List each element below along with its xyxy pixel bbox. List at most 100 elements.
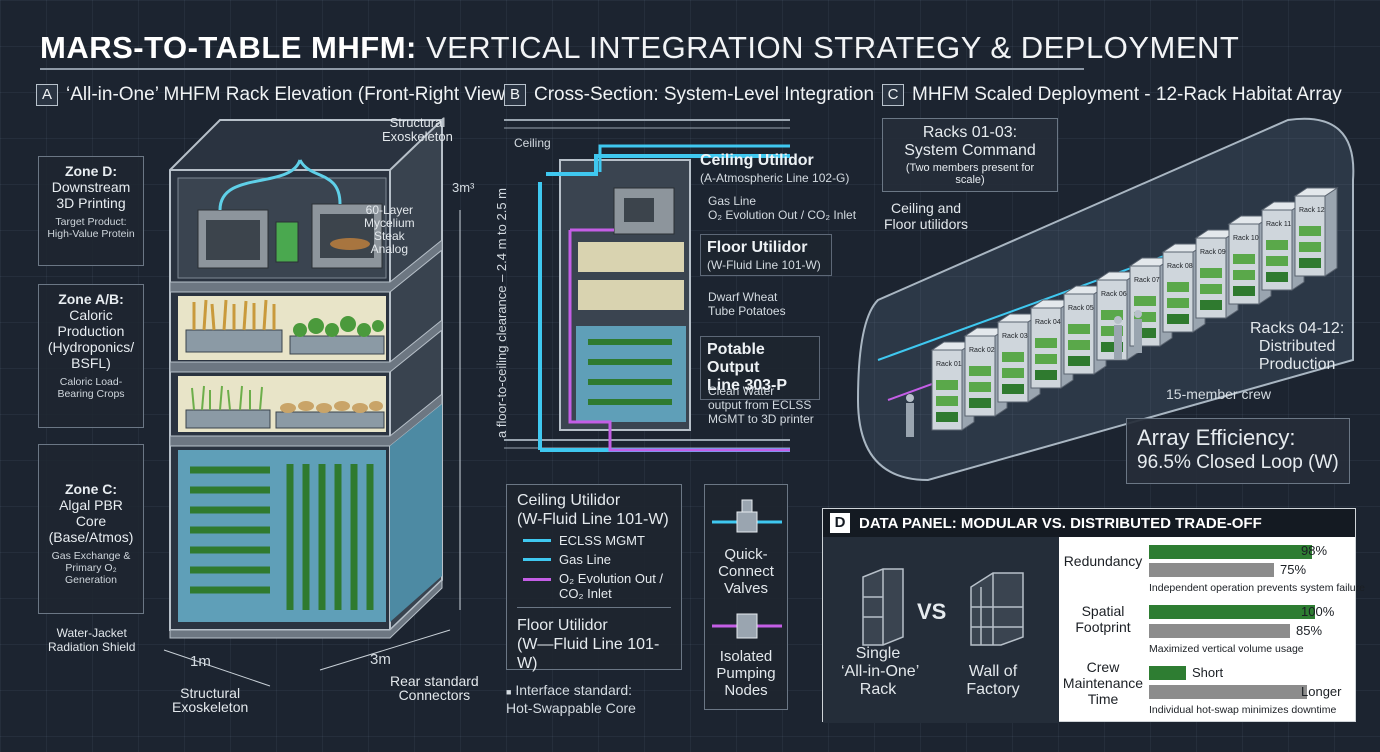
legend-ceiling-title: Ceiling Utilidor xyxy=(517,492,621,509)
legend-swatch-cyan-2 xyxy=(523,558,551,561)
rack-label-12: Rack 12 xyxy=(1299,207,1325,214)
crew-single-value: Short xyxy=(1192,665,1224,680)
wheat-tray xyxy=(185,329,283,353)
array-efficiency-box: Array Efficiency: 96.5% Closed Loop (W) xyxy=(1126,418,1350,484)
cross-section-tray-1 xyxy=(578,242,684,272)
printer-cartridge xyxy=(275,221,299,263)
legend-swatch-cyan xyxy=(523,539,551,542)
legend-item-o2: O₂ Evolution Out /CO₂ Inlet xyxy=(523,571,671,601)
dimension-1m: 1m xyxy=(190,653,211,670)
redundancy-note: Independent operation prevents system fa… xyxy=(1149,582,1365,594)
ceiling-label: Ceiling xyxy=(514,136,551,150)
floor-utilidor-callout: Floor Utilidor (W-Fluid Line 101-W) xyxy=(700,234,832,276)
section-b-header: B Cross-Section: System-Level Integratio… xyxy=(504,84,874,106)
single-rack-icon xyxy=(862,568,904,646)
spatial-factory-value: 85% xyxy=(1296,623,1323,638)
crew-factory-bar xyxy=(1149,685,1307,699)
cyan-pipe-ceiling xyxy=(546,154,790,176)
data-panel: D DATA PANEL: MODULAR VS. DISTRIBUTED TR… xyxy=(822,508,1365,723)
racks-command-callout: Racks 01-03: System Command (Two members… xyxy=(882,118,1058,192)
zone-d-box: Zone D: Downstream 3D Printing Target Pr… xyxy=(38,156,144,266)
data-panel-header: D DATA PANEL: MODULAR VS. DISTRIBUTED TR… xyxy=(823,509,1355,537)
base-plate xyxy=(169,578,443,639)
single-rack-label: Single‘All-in-One’Rack xyxy=(841,645,920,698)
habitat-rack-12 xyxy=(1293,187,1339,277)
crew-label: 15-member crew xyxy=(1166,386,1272,402)
rack-label-2: Rack 02 xyxy=(969,347,995,354)
section-a-title: ‘All-in-One’ MHFM Rack Elevation (Front-… xyxy=(66,84,512,105)
rack-label-10: Rack 10 xyxy=(1233,235,1259,242)
volume-label: 3m³ xyxy=(452,180,475,195)
rack-label-6: Rack 06 xyxy=(1101,291,1127,298)
comparison-icons xyxy=(862,568,1024,646)
section-b-letter: B xyxy=(504,84,526,106)
utilidor-legend: Ceiling Utilidor (W-Fluid Line 101-W) EC… xyxy=(506,484,682,672)
spatial-note: Maximized vertical volume usage xyxy=(1149,643,1304,655)
interface-standard-label: ■ Interface standard: Hot-Swappable Core xyxy=(506,682,636,716)
rack-label-7: Rack 07 xyxy=(1134,277,1160,284)
redundancy-factory-value: 75% xyxy=(1280,562,1307,577)
crew-factory-value: Longer xyxy=(1301,684,1342,699)
cross-section-drawing xyxy=(504,119,790,452)
crew-figure-2 xyxy=(1114,316,1122,359)
rack-label-5: Rack 05 xyxy=(1068,305,1094,312)
metric-redundancy-label: Redundancy xyxy=(1063,553,1143,569)
zone-c-box: Zone C: Algal PBR Core (Base/Atmos) Gas … xyxy=(38,444,144,614)
crew-figure-3 xyxy=(1134,310,1142,353)
legend-item-eclss: ECLSS MGMT xyxy=(523,533,671,548)
rack-label-1: Rack 01 xyxy=(936,361,962,368)
ceiling-utilidor-label: Ceiling Utilidor (A-Atmospheric Line 102… xyxy=(700,152,850,185)
redundancy-single-value: 98% xyxy=(1301,543,1328,558)
habitat-rack-9 xyxy=(1194,229,1240,319)
spatial-single-value: 100% xyxy=(1301,604,1335,619)
rack-label-11: Rack 11 xyxy=(1266,221,1291,228)
dim-line-1m xyxy=(163,649,271,687)
quick-connect-valve-icon xyxy=(712,499,782,533)
rack-label-9: Rack 09 xyxy=(1200,249,1226,256)
algal-tubes xyxy=(190,464,374,610)
section-c-letter: C xyxy=(882,84,904,106)
steak-analog xyxy=(330,238,370,250)
legend-floor-title: Floor Utilidor xyxy=(517,617,608,634)
rack-elevation-drawing xyxy=(163,117,461,687)
section-c-title: MHFM Scaled Deployment - 12-Rack Habitat… xyxy=(912,84,1342,105)
cross-section-tray-2 xyxy=(578,280,684,310)
zone-ab-box: Zone A/B: Caloric Production (Hydroponic… xyxy=(38,284,144,428)
purple-pipe xyxy=(568,230,790,452)
section-b-title: Cross-Section: System-Level Integration xyxy=(534,84,875,105)
dim-line-3m xyxy=(319,629,451,671)
redundancy-factory-bar xyxy=(1149,563,1274,577)
legend-item-gas: Gas Line xyxy=(523,552,671,567)
crew-single-bar xyxy=(1149,666,1186,680)
section-a-header: A ‘All-in-One’ MHFM Rack Elevation (Fron… xyxy=(36,84,512,106)
shelf-2 xyxy=(169,318,443,373)
title-rule xyxy=(40,68,1084,70)
section-d-letter: D xyxy=(829,512,851,534)
dimension-3m: 3m xyxy=(370,651,391,668)
legend-ceiling-sub: (W-Fluid Line 101-W) xyxy=(517,511,669,528)
legend-floor-sub: (W—Fluid Line 101-W) xyxy=(517,636,660,672)
potato-tray xyxy=(275,411,385,429)
shelf-1 xyxy=(169,238,443,293)
vs-label: VS xyxy=(917,599,947,624)
section-a-letter: A xyxy=(36,84,58,106)
factory-wall-icon xyxy=(970,572,1024,646)
section-c-header: C MHFM Scaled Deployment - 12-Rack Habit… xyxy=(882,84,1342,106)
greens-tray xyxy=(289,335,385,355)
